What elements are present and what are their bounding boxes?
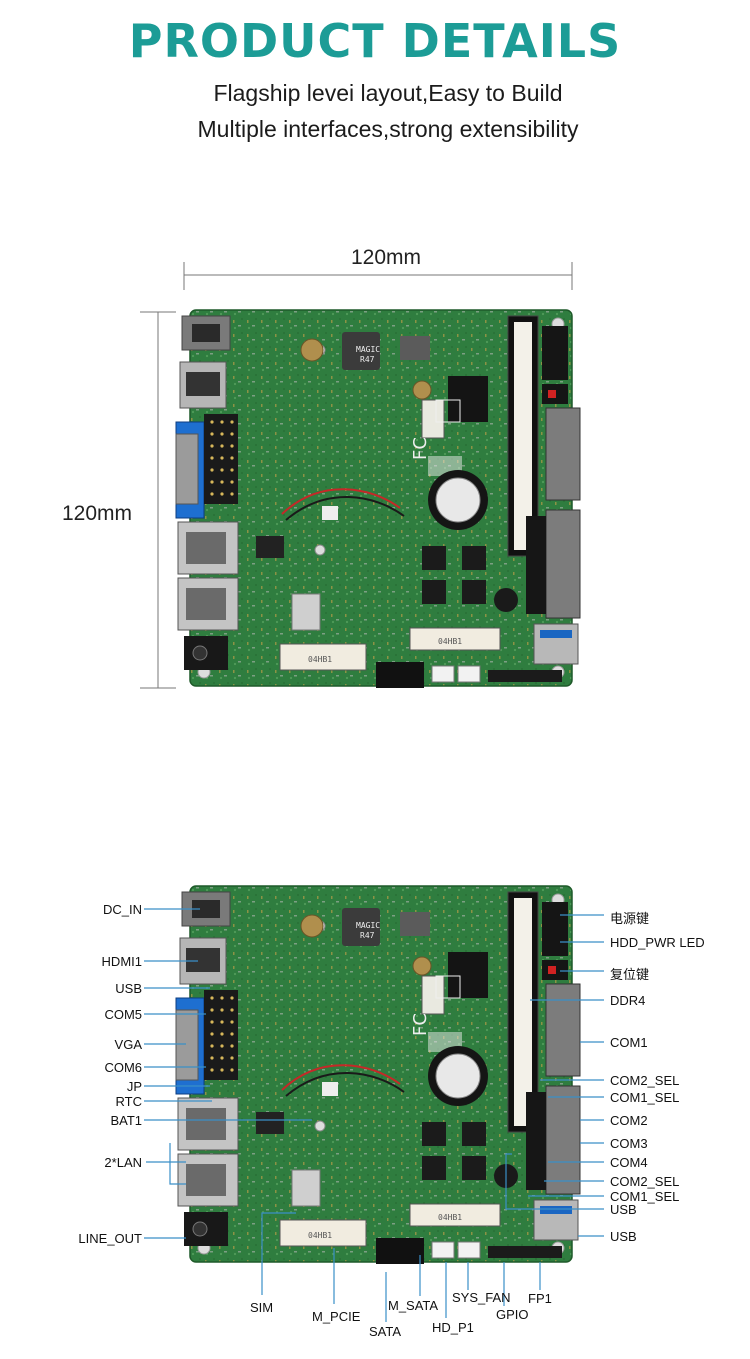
callout-com3: COM3 <box>610 1136 648 1151</box>
callout-com5: COM5 <box>104 1007 142 1022</box>
callout-jp: JP <box>126 1079 142 1094</box>
callout-hdd-pwr-led: HDD_PWR LED <box>610 935 705 950</box>
callout-power-key: 电源键 <box>610 911 650 926</box>
callout-lan: 2*LAN <box>104 1155 142 1170</box>
callout-m-pcie: M_PCIE <box>312 1309 361 1324</box>
subtitle-line-1: Flagship levei layout,Easy to Build <box>213 80 563 106</box>
callout-sim: SIM <box>250 1300 274 1315</box>
callout-m-sata: M_SATA <box>388 1298 439 1313</box>
page-title: PRODUCT DETAILS <box>128 14 622 68</box>
callout-sys-fan: SYS_FAN <box>452 1290 511 1305</box>
callout-com2-sel-a: COM2_SEL <box>610 1073 680 1088</box>
callout-com1: COM1 <box>610 1035 648 1050</box>
callout-gpio: GPIO <box>496 1307 529 1322</box>
callout-usb-left: USB <box>115 981 142 996</box>
callout-usb-a: USB <box>610 1202 637 1217</box>
callout-hdmi1: HDMI1 <box>101 954 142 969</box>
mainboard-top-view <box>175 309 581 689</box>
callout-vga: VGA <box>114 1037 142 1052</box>
callout-com6: COM6 <box>104 1060 142 1075</box>
height-dimension-label: 120mm <box>62 502 133 525</box>
callout-com4: COM4 <box>610 1155 648 1170</box>
subtitle-line-2: Multiple interfaces,strong extensibility <box>197 116 579 142</box>
callout-usb-b: USB <box>610 1229 637 1244</box>
callout-ddr4: DDR4 <box>610 993 646 1008</box>
mainboard-callout-view <box>175 885 581 1265</box>
callout-com2: COM2 <box>610 1113 648 1128</box>
callout-com2-sel-b: COM2_SEL <box>610 1174 680 1189</box>
callout-com1-sel-b: COM1_SEL <box>610 1189 680 1204</box>
callout-reset-key: 复位键 <box>610 967 650 982</box>
callout-sata: SATA <box>369 1324 402 1339</box>
callout-com1-sel-a: COM1_SEL <box>610 1090 680 1105</box>
callout-hd-p1: HD_P1 <box>432 1320 474 1335</box>
callout-dc-in: DC_IN <box>102 902 142 917</box>
width-dimension-label: 120mm <box>351 246 422 269</box>
callout-bat1: BAT1 <box>110 1113 142 1128</box>
callout-line-out: LINE_OUT <box>78 1231 142 1246</box>
callout-fp1: FP1 <box>528 1291 552 1306</box>
callout-rtc: RTC <box>115 1094 142 1109</box>
